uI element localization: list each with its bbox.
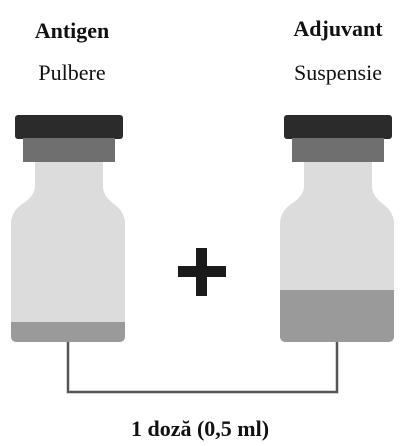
left-vial-body [11,162,125,342]
left-vial-cap [15,115,123,139]
right-vial [280,115,394,342]
right-vial-title: Adjuvant [293,16,383,41]
left-vial-subtitle: Pulbere [38,60,106,85]
left-vial-liquid [11,322,125,342]
right-vial-liquid [280,290,394,342]
left-vial-title: Antigen [34,18,110,43]
dose-label: 1 doză (0,5 ml) [130,416,270,441]
right-vial-subtitle: Suspensie [294,60,382,85]
plus-icon [178,248,226,296]
left-vial-collar [23,138,115,162]
right-vial-cap [284,115,392,139]
connector-line [66,342,339,394]
left-vial [11,115,125,342]
right-vial-collar [292,138,384,162]
